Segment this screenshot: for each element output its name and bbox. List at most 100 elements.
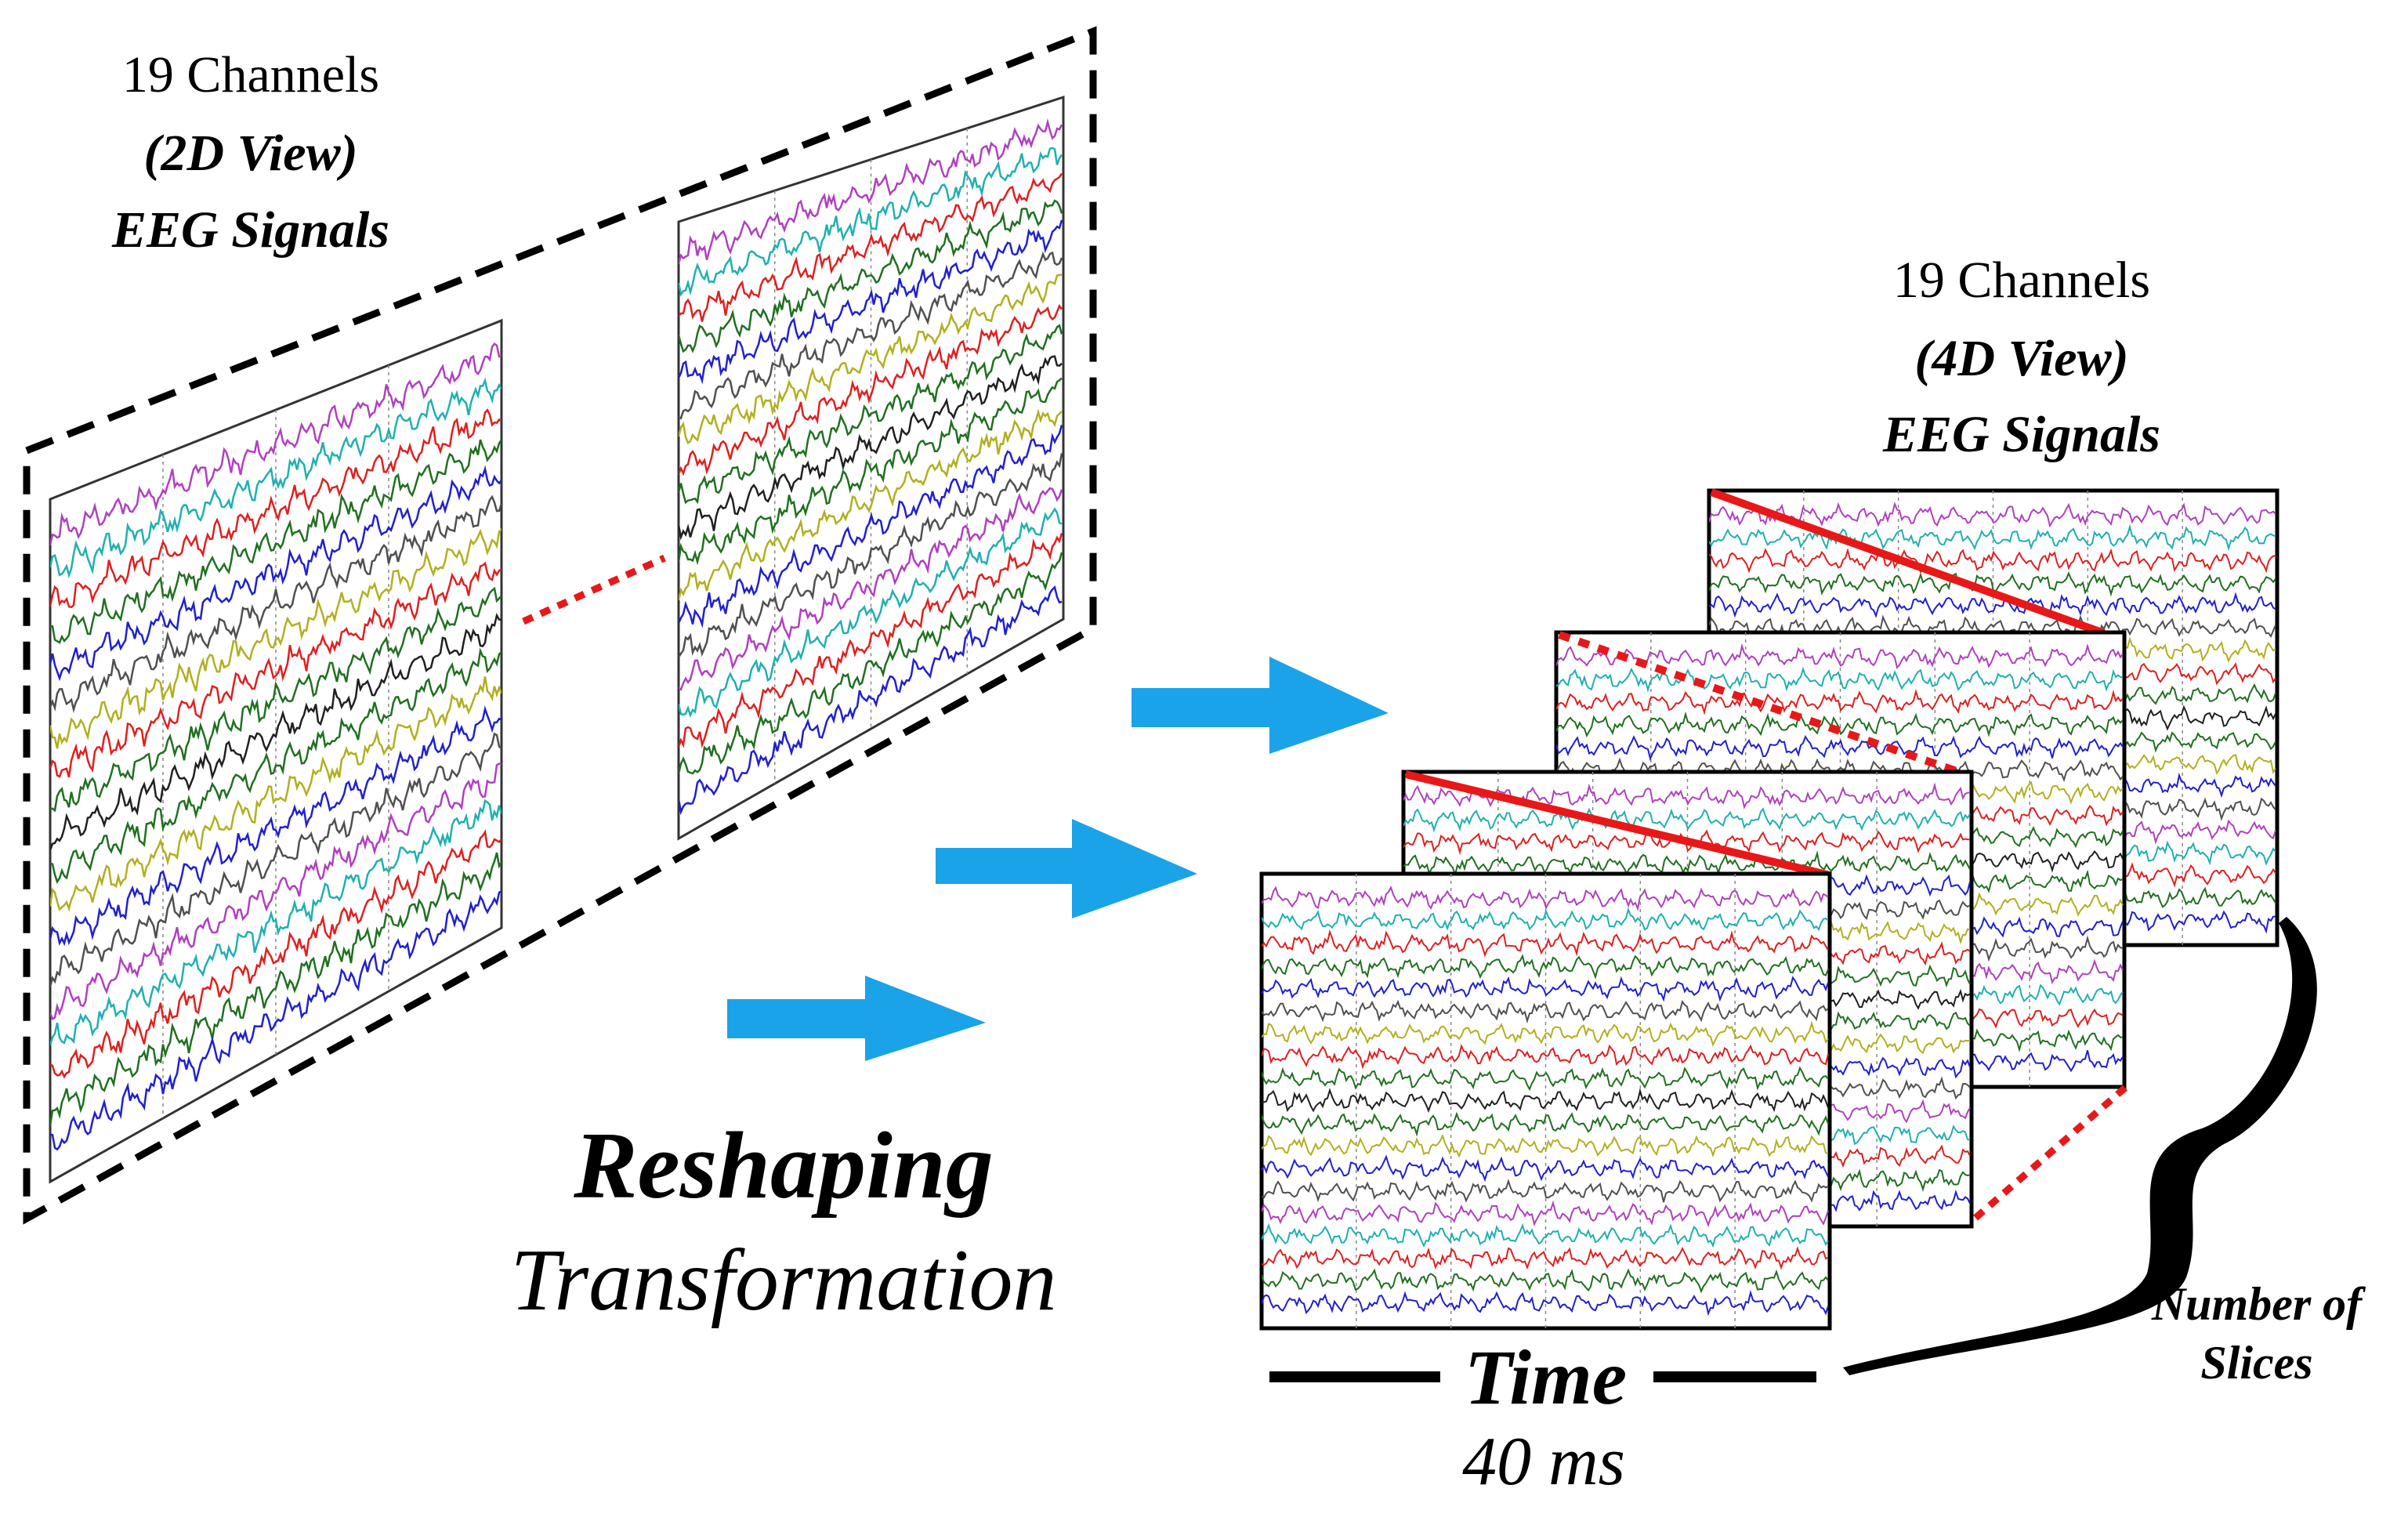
eeg-channel-trace: [1262, 976, 1829, 1002]
eeg-channel-trace: [679, 424, 1063, 628]
eeg-channel-trace: [679, 324, 1063, 505]
eeg-channel-trace: [50, 647, 502, 885]
eeg-channel-trace: [1262, 999, 1829, 1024]
slice-diagonal-solid: [1404, 770, 1831, 879]
eeg-channel-trace: [1403, 829, 1971, 856]
eeg-channel-trace: [1262, 1133, 1829, 1158]
eeg-channel-trace: [50, 342, 502, 545]
eeg-channel-trace: [1262, 1246, 1829, 1270]
eeg-channel-trace: [1262, 954, 1829, 980]
right-title-line3: EEG Signals: [1883, 406, 2160, 463]
eeg-channel-trace: [1262, 1044, 1829, 1070]
eeg-channel-trace: [1403, 782, 1971, 810]
eeg-channel-trace: [50, 528, 502, 749]
eeg-channel-trace: [679, 219, 1063, 385]
eeg-channel-trace: [679, 172, 1063, 322]
eeg-channel-trace: [50, 732, 502, 987]
eeg-channel-trace: [50, 890, 502, 1151]
slice-diagonal-solid: [1710, 488, 2106, 637]
eeg-channel-trace: [679, 273, 1063, 445]
eeg-channel-trace: [50, 829, 502, 1079]
left-title-line2: (2D View): [143, 125, 358, 182]
eeg-channel-trace: [679, 408, 1063, 601]
process-title: Reshaping: [574, 1113, 994, 1219]
eeg-channel-trace: [679, 532, 1063, 748]
process-subtitle: Transformation: [510, 1232, 1057, 1329]
eeg-channel-trace: [1262, 1179, 1829, 1203]
eeg-channel-trace: [1262, 886, 1829, 911]
eeg-2d-view-group: [23, 26, 1097, 1225]
eeg-channel-trace: [50, 676, 502, 912]
eeg-channel-trace: [50, 377, 502, 579]
eeg-channel-trace: [1709, 523, 2276, 552]
eeg-4d-view-group: [1259, 488, 2279, 1331]
eeg-channel-trace: [1262, 1268, 1829, 1294]
arrow-icon: [936, 819, 1197, 918]
eeg-channel-trace: [1262, 1066, 1829, 1092]
eeg-channel-trace: [1403, 850, 1971, 878]
left-title-line1: 19 Channels: [121, 46, 380, 103]
eeg-channel-trace: [1262, 1289, 1829, 1317]
eeg-channel-trace: [1709, 614, 2276, 641]
eeg-channel-trace: [679, 118, 1063, 264]
eeg-channel-trace: [1262, 1200, 1829, 1228]
eeg-channel-trace: [50, 408, 502, 609]
eeg-channel-trace: [1262, 1222, 1829, 1248]
eeg-channel-trace: [1709, 571, 2276, 597]
eeg-channel-trace: [1556, 734, 2124, 762]
slices-label-line2: Slices: [2200, 1337, 2313, 1389]
eeg-channel-trace: [679, 355, 1063, 541]
eeg-channel-trace: [50, 439, 502, 644]
eeg-slice-front: [1259, 871, 1832, 1331]
time-axis-label: Time: [1464, 1334, 1628, 1421]
eeg-channel-trace: [50, 852, 502, 1126]
eeg-channel-trace: [1262, 929, 1829, 958]
eeg-channel-trace: [679, 147, 1063, 297]
eeg-channel-trace: [50, 762, 502, 1020]
right-title-line2: (4D View): [1914, 330, 2129, 387]
eeg-channel-trace: [679, 453, 1063, 658]
eeg-channel-trace: [679, 507, 1063, 719]
eeg-channel-trace: [679, 199, 1063, 353]
eeg-panel-2d-last: [677, 95, 1065, 841]
eeg-channel-trace: [50, 705, 502, 947]
eeg-channel-trace: [50, 494, 502, 713]
arrow-icon: [727, 976, 986, 1061]
eeg-channel-trace: [1709, 592, 2276, 618]
eeg-channel-trace: [1262, 907, 1829, 932]
slice-diagonal-dotted: [1558, 631, 1961, 776]
reshaping-arrows: [727, 657, 1389, 1061]
left-title-line3: EEG Signals: [112, 201, 389, 259]
eeg-channel-trace: [50, 613, 502, 851]
eeg-channel-trace: [679, 585, 1063, 816]
continuation-dots: [522, 554, 666, 625]
eeg-channel-trace: [1262, 1111, 1829, 1137]
eeg-channel-trace: [679, 487, 1063, 691]
eeg-channel-trace: [1403, 807, 1971, 833]
eeg-channel-trace: [1556, 666, 2124, 693]
eeg-channel-trace: [679, 251, 1063, 420]
eeg-channel-trace: [50, 561, 502, 778]
slice-corner-dotted: [1966, 1085, 2127, 1227]
2d-view-dashed-frame: [23, 26, 1097, 1225]
right-title-line1: 19 Channels: [1892, 252, 2151, 309]
eeg-channel-trace: [50, 465, 502, 682]
eeg-channel-trace: [50, 799, 502, 1046]
eeg-channel-trace: [1262, 1088, 1829, 1114]
eeg-channel-trace: [1556, 757, 2124, 784]
eeg-channel-trace: [1709, 547, 2276, 574]
eeg-panel-2d-first: [49, 318, 503, 1184]
eeg-channel-trace: [679, 377, 1063, 566]
time-axis-value: 40 ms: [1462, 1424, 1625, 1500]
eeg-channel-trace: [50, 586, 502, 813]
eeg-channel-trace: [679, 552, 1063, 775]
slices-label-line1: Number of: [2151, 1278, 2363, 1330]
eeg-channel-trace: [1709, 502, 2276, 528]
eeg-channel-trace: [1556, 688, 2124, 715]
eeg-channel-trace: [679, 303, 1063, 476]
eeg-channel-trace: [1556, 643, 2124, 670]
arrow-icon: [1132, 657, 1389, 754]
eeg-channel-trace: [1262, 1154, 1829, 1183]
eeg-channel-trace: [1262, 1020, 1829, 1047]
